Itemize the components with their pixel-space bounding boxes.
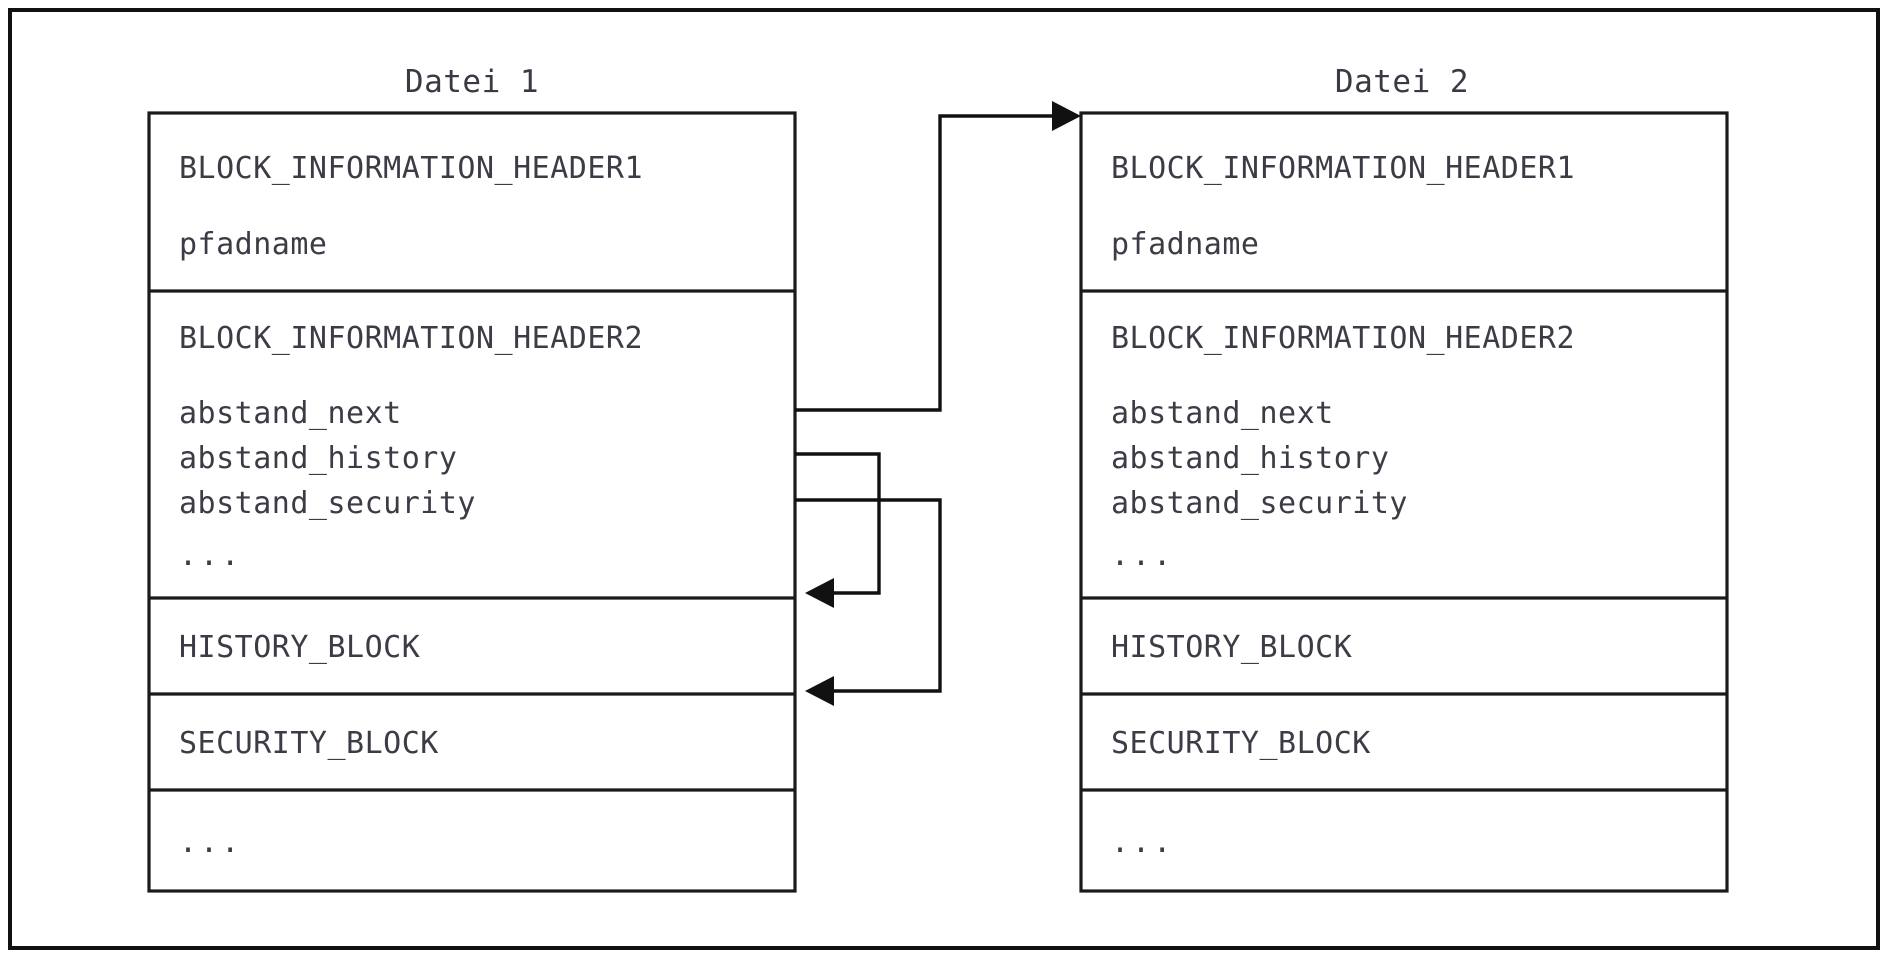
file2-header2-label: BLOCK_INFORMATION_HEADER2 [1111,321,1575,356]
file1-header2-ellipsis: ... [179,538,242,573]
file1-header1-label: BLOCK_INFORMATION_HEADER1 [179,151,643,186]
file2-header1-label: BLOCK_INFORMATION_HEADER1 [1111,151,1575,186]
file1-header2-label: BLOCK_INFORMATION_HEADER2 [179,321,643,356]
file2-security-block-label: SECURITY_BLOCK [1111,726,1371,761]
next-pointer-path [795,114,1066,412]
file2-abstand-next-field: abstand_next [1111,396,1334,431]
file1-outline [147,111,797,893]
file1-abstand-next-field: abstand_next [179,396,402,431]
file1-abstand-security-field: abstand_security [179,486,476,521]
file2-pfadname-field: pfadname [1111,227,1260,262]
connector-security-pointer [795,498,942,706]
file1-history-block-label: HISTORY_BLOCK [179,630,420,665]
security-pointer-arrowhead-icon [805,676,834,706]
file2-outline [1079,111,1729,893]
connector-history-pointer [795,452,881,608]
file1-abstand-history-field: abstand_history [179,441,457,476]
next-pointer-arrowhead-icon [1052,101,1081,131]
history-pointer-arrowhead-icon [805,578,834,608]
file2-header2-ellipsis: ... [1111,538,1174,573]
file2-box [1079,111,1729,893]
file2-abstand-history-field: abstand_history [1111,441,1389,476]
file2-rest-ellipsis: ... [1111,825,1174,860]
file1-title: Datei 1 [405,64,539,100]
security-pointer-path [795,498,942,693]
file1-box [147,111,797,893]
file2-history-block-label: HISTORY_BLOCK [1111,630,1352,665]
file1-security-block-label: SECURITY_BLOCK [179,726,439,761]
connector-next-pointer [795,101,1081,412]
file2-abstand-security-field: abstand_security [1111,486,1408,521]
file1-rest-ellipsis: ... [179,825,242,860]
history-pointer-path [795,452,881,595]
file2-title: Datei 2 [1335,64,1469,100]
file1-pfadname-field: pfadname [179,227,328,262]
